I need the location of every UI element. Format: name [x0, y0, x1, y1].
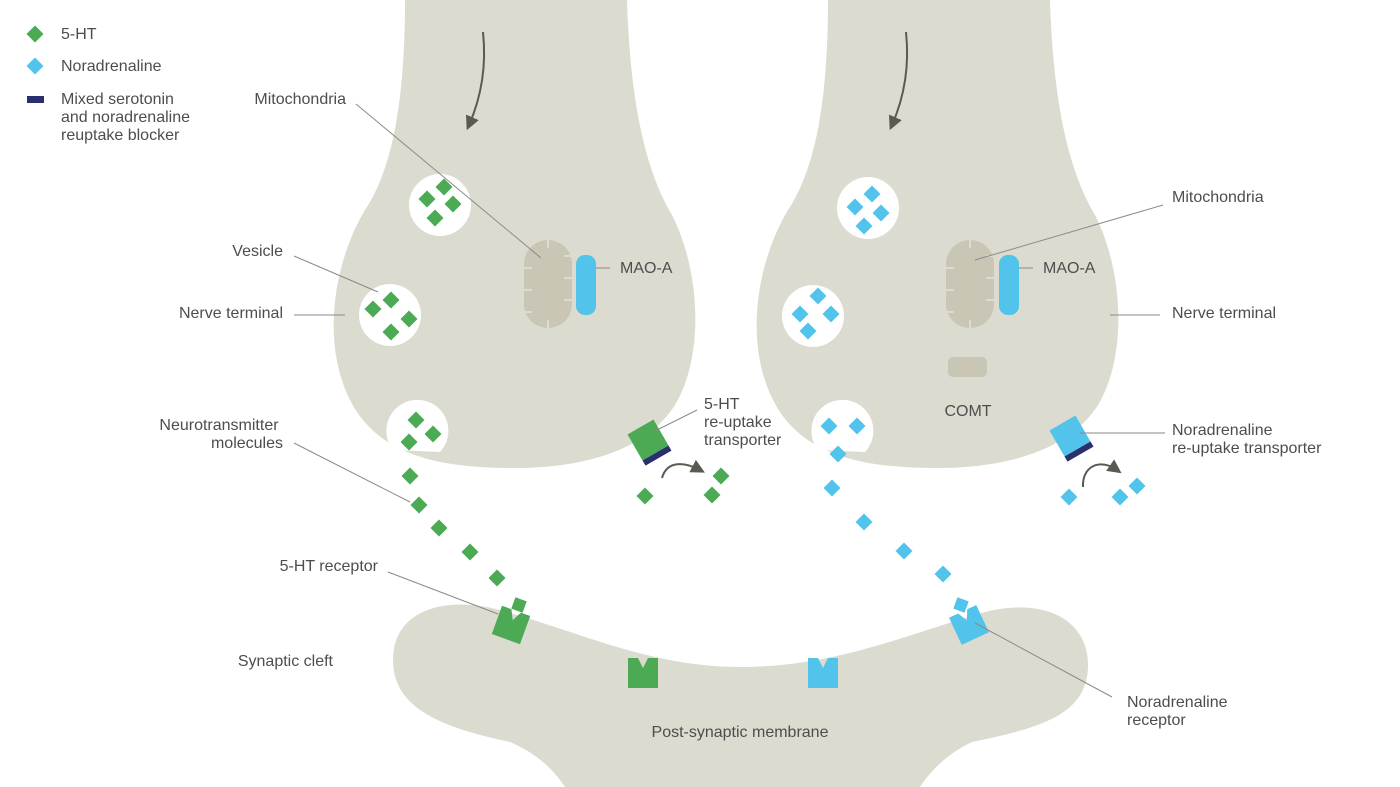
neurotransmitter-molecules-label: Neurotransmitter molecules — [159, 417, 283, 452]
noradrenaline-receptor-membrane — [808, 658, 838, 688]
right-mao-a-enzyme — [999, 255, 1019, 315]
left-vesicle-top — [409, 174, 471, 236]
left-mitochondria — [524, 240, 572, 328]
right-mitochondria — [946, 240, 994, 328]
legend-label-noradrenaline: Noradrenaline — [61, 58, 162, 75]
right-nerve-terminal — [756, 0, 1119, 468]
serotonin-receptor-bound — [491, 605, 531, 645]
post-synaptic-membrane-label: Post-synaptic membrane — [652, 724, 829, 741]
synaptic-cleft-label: Synaptic cleft — [238, 653, 334, 670]
right-signal-arrow — [888, 31, 909, 131]
legend-label-blocker: Mixed serotonin and noradrenaline reupta… — [61, 91, 194, 144]
legend-swatch-blocker — [27, 96, 44, 103]
noradrenaline-receptor-bound — [949, 605, 989, 645]
serotonin-molecules-cleft — [401, 467, 730, 613]
comt-enzyme — [948, 357, 987, 377]
left-vesicle-middle — [359, 284, 421, 346]
noradrenaline-transporter-label: Noradrenaline re-uptake transporter — [1172, 422, 1322, 457]
right-reuptake-arrow — [1081, 459, 1122, 488]
left-signal-arrow — [465, 31, 486, 131]
left-mao-a-label: MAO-A — [620, 260, 673, 277]
right-mao-a-label: MAO-A — [1043, 260, 1096, 277]
vesicle-label: Vesicle — [232, 243, 283, 260]
serotonin-receptor-membrane — [628, 658, 658, 688]
left-mitochondria-label: Mitochondria — [254, 91, 346, 108]
legend: 5-HT Noradrenaline Mixed serotonin and n… — [26, 25, 194, 144]
serotonin-transporter-label: 5-HT re-uptake transporter — [704, 396, 782, 449]
left-nerve-terminal — [333, 0, 696, 468]
post-synaptic-membrane — [393, 604, 1088, 787]
noradrenaline-reuptake-transporter — [1049, 415, 1094, 462]
left-nerve-terminal-label: Nerve terminal — [179, 305, 283, 322]
left-vesicle-releasing — [386, 399, 449, 452]
right-vesicle-middle — [782, 285, 844, 347]
comt-label: COMT — [944, 403, 991, 420]
leader-lines — [293, 103, 1165, 698]
legend-label-serotonin: 5-HT — [61, 26, 97, 43]
legend-swatch-serotonin — [26, 25, 44, 43]
left-reuptake-arrow — [661, 459, 705, 479]
serotonin-receptor-label: 5-HT receptor — [280, 558, 379, 575]
right-vesicle-top — [837, 177, 899, 239]
noradrenaline-molecules-cleft — [823, 477, 1146, 613]
legend-swatch-noradrenaline — [26, 57, 44, 75]
right-nerve-terminal-label: Nerve terminal — [1172, 305, 1276, 322]
right-vesicle-releasing — [811, 399, 874, 463]
left-mao-a-enzyme — [576, 255, 596, 315]
noradrenaline-receptor-label: Noradrenaline receptor — [1127, 694, 1232, 729]
right-mitochondria-label: Mitochondria — [1172, 189, 1264, 206]
